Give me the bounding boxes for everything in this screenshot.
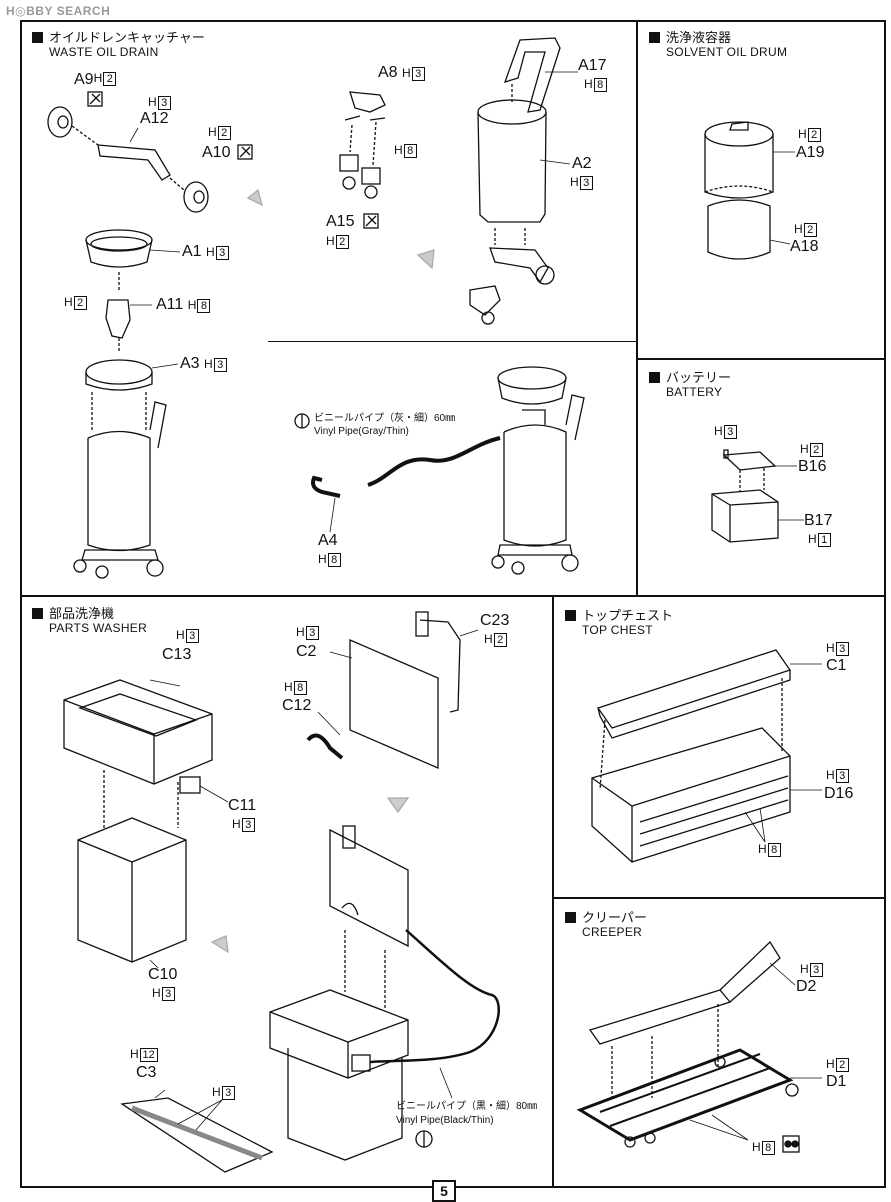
part-label-D16: D16: [824, 785, 854, 802]
divider: [552, 897, 886, 899]
part-label-C23: C23: [480, 612, 510, 629]
creeper-illustration: [576, 940, 799, 1148]
top-chest-illustration: [591, 649, 792, 863]
solvent-drum-illustration: [704, 121, 774, 260]
divider: [636, 20, 638, 596]
leader-lines: [129, 71, 822, 1141]
part-label-B17: B17: [804, 512, 833, 529]
hint-icons: [87, 91, 800, 1153]
part-label-C11: C11: [228, 797, 257, 814]
parts-washer-illustration: [63, 611, 500, 1173]
part-label-A18: A18: [790, 238, 819, 255]
part-label-B16: B16: [798, 458, 827, 475]
part-label-A15: A15: [326, 213, 355, 230]
divider: [636, 358, 886, 360]
divider: [268, 341, 636, 342]
part-label-A2: A2: [572, 155, 592, 172]
part-label-C1: C1: [826, 657, 847, 674]
part-label-C3: C3: [136, 1064, 157, 1081]
watermark-logo: H◎BBY SEARCH: [6, 4, 111, 18]
assembled-drain-illustration: [311, 366, 585, 575]
part-label-C10: C10: [148, 966, 178, 983]
part-label-A12: A12: [140, 110, 169, 127]
divider: [20, 595, 886, 597]
note-vinyl-gray-jp: ビニールパイプ（灰・細）60㎜: [314, 413, 456, 424]
divider: [552, 595, 554, 1188]
axle-assembly-illustration: [47, 106, 209, 213]
part-label-A4: A4: [318, 532, 338, 549]
note-vinyl-black-en: Vinyl Pipe(Black/Thin): [396, 1115, 494, 1126]
part-label-A17: A17: [578, 57, 607, 74]
part-label-C12: C12: [282, 697, 312, 714]
part-label-C13: C13: [162, 646, 192, 663]
page-number: 5: [432, 1180, 456, 1202]
battery-illustration: [711, 449, 779, 543]
caster-bracket-illustration: [339, 91, 386, 199]
part-label-D1: D1: [826, 1073, 847, 1090]
step-arrows: [210, 188, 435, 954]
part-label-A19: A19: [796, 144, 825, 161]
funnel-tank-illustration: [73, 229, 167, 579]
part-label-C2: C2: [296, 643, 317, 660]
note-vinyl-black-jp: ビニールパイプ（黒・細）80㎜: [396, 1101, 538, 1112]
drain-tank-illustration: [469, 37, 561, 325]
part-label-D2: D2: [796, 978, 817, 995]
note-vinyl-gray-en: Vinyl Pipe(Gray/Thin): [314, 426, 409, 437]
part-label-A10: A10: [202, 144, 231, 161]
